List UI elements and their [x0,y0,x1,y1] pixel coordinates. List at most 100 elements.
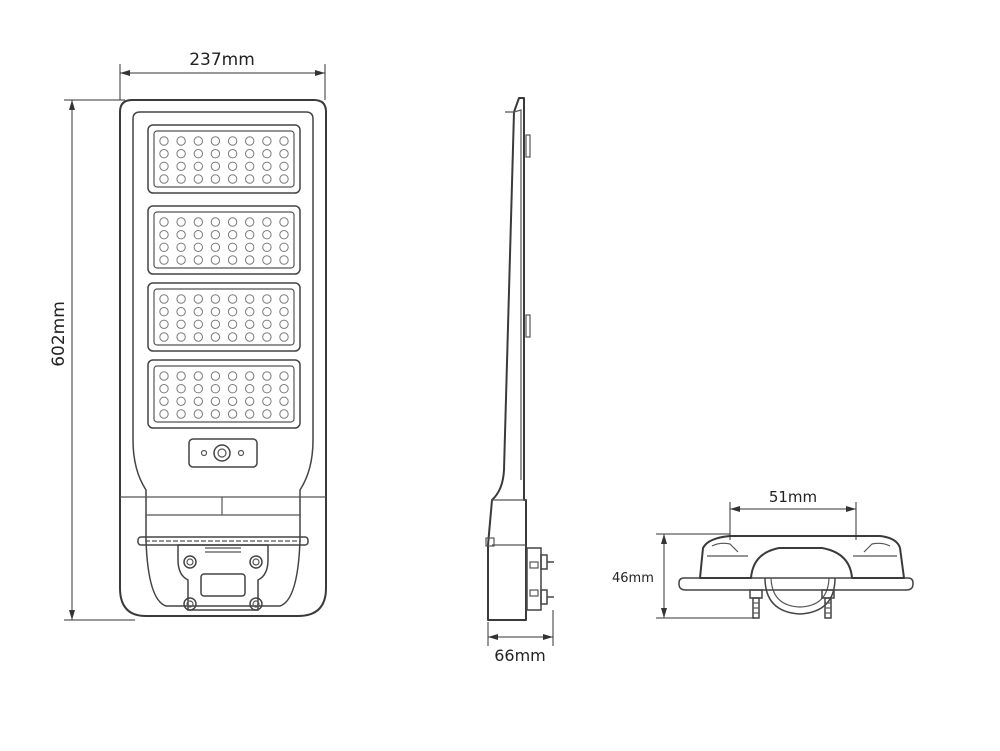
led-chip [227,242,238,253]
led-chip [245,230,255,240]
led-chip [176,242,186,253]
led-chip [210,307,221,317]
led-chip [279,332,289,342]
led-chip [262,384,272,394]
led-chip [279,136,289,146]
led-chip [176,332,186,342]
led-chip [176,136,186,146]
led-chip [159,307,169,317]
led-panel [147,359,301,429]
bracket-height-dimension: 46mm [612,533,755,619]
led-chip [159,319,169,329]
led-chip [279,384,289,394]
side-bracket [526,547,554,611]
led-chip [193,307,204,317]
led-chip [227,307,238,317]
bracket-width-label: 51mm [769,488,817,506]
led-chip [227,217,238,227]
led-chip [210,161,221,172]
led-chip [159,294,169,304]
led-chip [210,319,221,329]
led-chip [262,371,272,381]
led-chip [176,384,186,394]
bracket-bolt [821,589,835,619]
depth-dimension: 66mm [487,610,554,665]
led-chip [176,217,186,227]
mounting-bolt [249,555,263,569]
led-chip [262,217,272,227]
led-chip [245,396,255,406]
led-chip [245,255,255,265]
led-chip [227,332,238,342]
side-profile [487,97,527,621]
led-chip [245,371,255,381]
led-chip [193,217,204,227]
led-chip [262,174,272,184]
bracket-base-plate [678,577,914,591]
led-chip [245,136,255,146]
led-chip [176,230,186,240]
led-chip [193,371,204,381]
led-chip [210,174,221,184]
bracket-view: 51mm 46mm [612,488,914,619]
led-chip [159,161,169,172]
bracket-width-dimension: 51mm [729,488,857,540]
width-dimension: 237mm [119,50,326,100]
led-chip [159,332,169,342]
led-chip [159,371,169,381]
led-chip [245,161,255,172]
led-panels [147,124,301,429]
led-chip [227,384,238,394]
led-chip [262,242,272,253]
led-chip [159,136,169,146]
led-chip [279,217,289,227]
sensor-module [188,438,258,468]
led-chip [227,174,238,184]
led-chip [193,396,204,406]
led-chip [210,409,221,419]
led-chip [279,174,289,184]
pole-clamp [764,577,836,615]
led-chip [193,136,204,146]
led-chip [245,307,255,317]
heat-sink-strip [137,536,309,546]
led-chip [159,255,169,265]
led-chip [279,255,289,265]
led-chip [176,319,186,329]
housing-outline [119,99,327,617]
led-chip [159,409,169,419]
led-chip [210,217,221,227]
led-chip [262,396,272,406]
led-chip [245,174,255,184]
led-chip [227,396,238,406]
led-chip [262,409,272,419]
led-chip [210,149,221,159]
led-chip [262,230,272,240]
led-chip [193,332,204,342]
led-chip [227,230,238,240]
led-chip [193,255,204,265]
led-chip [227,136,238,146]
led-panel [147,205,301,275]
led-chip [193,174,204,184]
led-chip [279,319,289,329]
led-chip [262,319,272,329]
led-chip [279,396,289,406]
led-chip [210,384,221,394]
led-chip [176,149,186,159]
led-chip [279,161,289,172]
led-chip [159,384,169,394]
height-dimension: 602mm [49,99,135,621]
bracket-slot [200,573,246,597]
led-chip [262,307,272,317]
led-chip [245,384,255,394]
width-label: 237mm [189,50,255,70]
led-chip [193,161,204,172]
housing-inner [132,111,314,607]
led-chip [245,217,255,227]
led-chip [279,307,289,317]
led-chip [279,371,289,381]
led-chip [279,409,289,419]
led-chip [262,136,272,146]
